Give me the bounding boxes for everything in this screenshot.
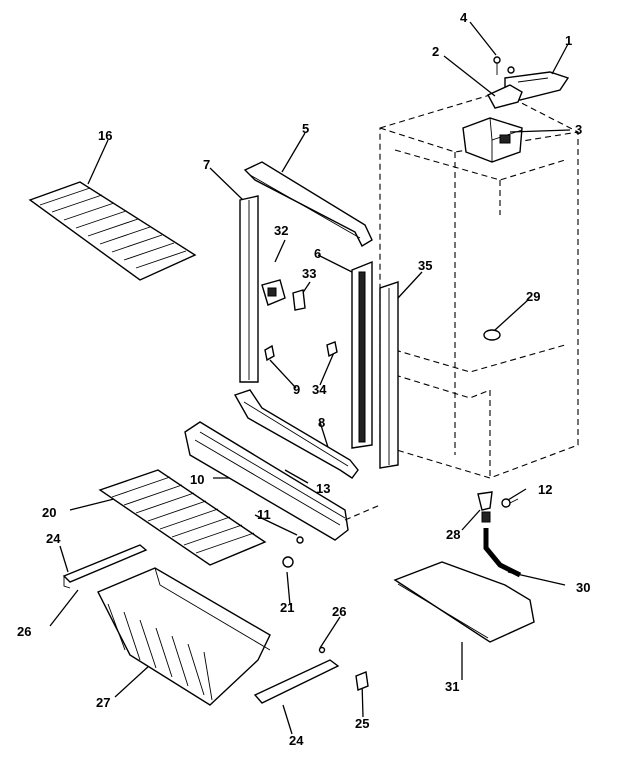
callout-9: 9: [293, 382, 300, 397]
callout-12: 12: [538, 482, 552, 497]
fitting-part-28: [477, 491, 493, 523]
callout-34: 34: [312, 382, 327, 397]
callout-7: 7: [203, 157, 210, 172]
callout-3: 3: [575, 122, 582, 137]
screw-part-9: [264, 344, 275, 362]
screw-part-21: [282, 556, 294, 568]
callout-8: 8: [318, 415, 325, 430]
knob-part: [292, 289, 306, 311]
hinge-bracket-part: [487, 84, 523, 109]
callout-labels: 1 2 3 4 5 6 7 8 9 10 11 12 13 16 20 21 2…: [17, 10, 590, 748]
left-gasket-part: [239, 195, 259, 383]
callout-28: 28: [446, 527, 460, 542]
right-gasket-part: [351, 260, 373, 449]
callout-26-lower: 26: [332, 604, 346, 619]
callout-24-upper: 24: [46, 531, 61, 546]
callout-11: 11: [257, 507, 271, 522]
callout-29: 29: [526, 289, 540, 304]
callout-35: 35: [418, 258, 432, 273]
callout-16: 16: [98, 128, 112, 143]
screw-part-11: [296, 536, 304, 544]
drain-tube-part: [483, 528, 522, 578]
hinge-screw-part: [493, 56, 515, 75]
callout-32: 32: [274, 223, 288, 238]
callout-5: 5: [302, 121, 309, 136]
basket-rail-lower-part: [253, 646, 340, 704]
plug-part-29: [483, 329, 501, 341]
callout-2: 2: [432, 44, 439, 59]
kickplate-grille-part: [184, 421, 381, 541]
callout-1: 1: [565, 33, 572, 48]
control-housing-part: [462, 117, 523, 163]
callout-33: 33: [302, 266, 316, 281]
door-strip-part: [379, 281, 399, 469]
callout-26-upper: 26: [17, 624, 31, 639]
basket-rail-upper-part: [62, 544, 148, 589]
screw-part-34: [326, 341, 338, 358]
top-gasket-part: [243, 161, 373, 247]
wire-basket-part: [97, 567, 271, 706]
callout-6: 6: [314, 246, 321, 261]
callout-31: 31: [445, 679, 459, 694]
callout-25: 25: [355, 716, 369, 731]
callout-27: 27: [96, 695, 110, 710]
lower-wire-shelf-part: [98, 469, 267, 566]
callout-13: 13: [316, 481, 330, 496]
callout-4: 4: [460, 10, 468, 25]
callout-30: 30: [576, 580, 590, 595]
upper-wire-shelf-part: [28, 181, 197, 281]
drain-pan-part: [393, 561, 535, 643]
callout-10: 10: [190, 472, 204, 487]
callout-21: 21: [280, 600, 294, 615]
thermostat-part: [261, 279, 286, 306]
callout-24-lower: 24: [289, 733, 304, 748]
bottom-gasket-part: [233, 389, 359, 479]
callout-20: 20: [42, 505, 56, 520]
screw-part-12: [501, 498, 519, 508]
roller-part-25: [355, 671, 369, 691]
